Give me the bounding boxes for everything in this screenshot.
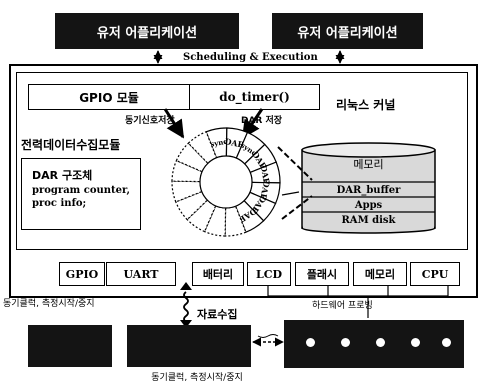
projection-line bbox=[281, 195, 313, 220]
memory-row: RAM disk bbox=[341, 214, 396, 226]
gpio-module-bar: GPIO 모듈 do_timer() bbox=[28, 84, 320, 110]
kernel-frame bbox=[16, 72, 468, 250]
data-collection-arrowhead bbox=[180, 320, 192, 328]
ring-memory-arrow bbox=[281, 191, 300, 196]
memory-row: DAR_buffer bbox=[336, 184, 401, 196]
data-collection-arrow bbox=[183, 291, 189, 323]
user-app-box-2: 유저 어플리케이션 bbox=[272, 13, 423, 49]
kernel-title: 리눅스 커널 bbox=[336, 98, 396, 112]
probe-led bbox=[306, 338, 315, 347]
ring-segment-label: DAR bbox=[224, 136, 246, 150]
hw-item-battery: 배터리 bbox=[192, 262, 244, 286]
sync-arrow bbox=[163, 108, 185, 139]
user-app-label: 유저 어플리케이션 bbox=[96, 25, 198, 41]
memory-label: 메모리 bbox=[353, 158, 384, 171]
sync-save-label: 동기신호저장 bbox=[125, 116, 175, 126]
probe-led bbox=[442, 338, 451, 347]
dar-struct-field: program counter, bbox=[32, 185, 131, 196]
probe-led bbox=[411, 338, 420, 347]
dar-struct-field: proc info; bbox=[32, 198, 87, 209]
hw-item-label: 메모리 bbox=[364, 268, 396, 281]
data-collection-arrowhead bbox=[180, 282, 192, 290]
hw-item-lcd: LCD bbox=[247, 262, 291, 286]
user-app-label: 유저 어플리케이션 bbox=[297, 25, 398, 41]
hw-item-flash: 플래시 bbox=[295, 262, 349, 286]
do-timer-label: do_timer() bbox=[219, 90, 290, 104]
dar-struct-box: DAR 구조체 program counter, proc info; bbox=[21, 158, 141, 230]
hw-item-cpu: CPU bbox=[410, 262, 460, 286]
projection-line bbox=[277, 146, 313, 181]
memory-stack: 메모리 DAR_buffer Apps RAM disk bbox=[301, 142, 436, 234]
device-board-left bbox=[28, 325, 112, 367]
memory-row: Apps bbox=[354, 199, 383, 211]
user-app-box-1: 유저 어플리케이션 bbox=[55, 13, 239, 49]
ring-segment-label: DAR bbox=[258, 180, 272, 202]
probe-board bbox=[284, 320, 464, 368]
gpio-module-label: GPIO 모듈 bbox=[79, 90, 139, 105]
probe-bracket bbox=[267, 286, 449, 297]
system-frame bbox=[9, 64, 478, 298]
hw-item-gpio: GPIO bbox=[59, 262, 105, 286]
device-board-middle bbox=[127, 325, 251, 367]
probe-led bbox=[376, 338, 385, 347]
sync-start-stop-label-top: 동기클럭, 측정시작/중지 bbox=[3, 299, 95, 309]
hw-item-label: 배터리 bbox=[202, 268, 234, 281]
data-collection-label: 자료수집 bbox=[197, 308, 238, 321]
hardware-probing-label: 하드웨어 프로빙 bbox=[312, 301, 373, 311]
ring-center bbox=[199, 155, 253, 209]
dar-save-label: DAR 저장 bbox=[241, 116, 283, 126]
collector-module-title: 전력데이터수집모듈 bbox=[21, 138, 121, 152]
sync-start-stop-label-bottom: 동기클럭, 측정시작/중지 bbox=[112, 370, 282, 383]
dar-struct-title: DAR 구조체 bbox=[32, 169, 93, 182]
scheduling-label: Scheduling & Execution bbox=[183, 52, 318, 63]
hw-item-memory: 메모리 bbox=[353, 262, 407, 286]
gpio-module-cell: GPIO 모듈 bbox=[29, 85, 190, 109]
do-timer-cell: do_timer() bbox=[190, 85, 319, 109]
ring-segment-label: sync bbox=[209, 137, 228, 149]
hw-item-uart: UART bbox=[106, 262, 176, 286]
hw-item-label: GPIO bbox=[65, 267, 99, 281]
probe-led bbox=[341, 338, 350, 347]
hw-item-label: CPU bbox=[421, 267, 449, 281]
memory-cylinder bbox=[301, 142, 436, 234]
ring-segment-label: DAR bbox=[259, 164, 272, 186]
hw-item-label: 플래시 bbox=[306, 268, 338, 281]
hw-item-label: UART bbox=[123, 267, 159, 281]
board-link-wave bbox=[257, 334, 279, 338]
hw-item-label: LCD bbox=[255, 267, 283, 281]
